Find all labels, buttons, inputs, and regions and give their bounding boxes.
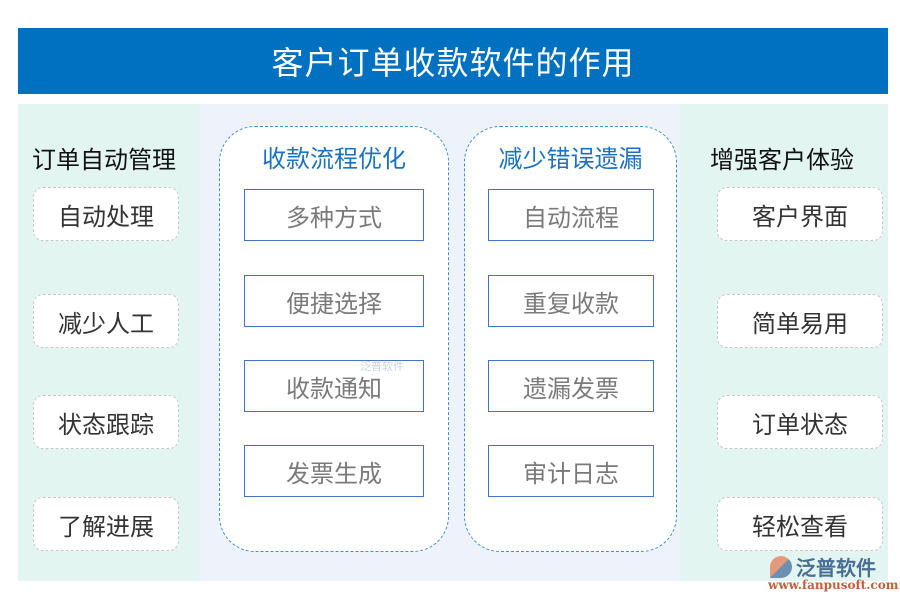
group-reduce-errors: 减少错误遗漏 自动流程 重复收款 遗漏发票 审计日志 xyxy=(464,126,677,552)
group-item: 重复收款 xyxy=(488,275,654,327)
logo-name: 泛普软件 xyxy=(796,556,876,580)
right-item: 订单状态 xyxy=(717,395,883,449)
right-item: 轻松查看 xyxy=(717,497,883,551)
right-item: 客户界面 xyxy=(717,187,883,241)
group-heading: 收款流程优化 xyxy=(262,145,406,173)
left-item: 了解进展 xyxy=(33,497,179,551)
page-title: 客户订单收款软件的作用 xyxy=(18,28,888,94)
right-item: 简单易用 xyxy=(717,294,883,348)
group-item: 自动流程 xyxy=(488,189,654,241)
brand-logo: 泛普软件 xyxy=(770,552,876,581)
group-item: 便捷选择 xyxy=(244,275,424,327)
group-payment-flow: 收款流程优化 多种方式 便捷选择 收款通知 发票生成 xyxy=(219,126,449,552)
group-item: 发票生成 xyxy=(244,445,424,497)
group-item: 审计日志 xyxy=(488,445,654,497)
left-item: 减少人工 xyxy=(33,294,179,348)
left-item: 状态跟踪 xyxy=(33,395,179,449)
watermark: 泛普软件 xyxy=(360,360,404,373)
left-item: 自动处理 xyxy=(33,187,179,241)
logo-url: www.fanpusoft.com xyxy=(768,578,899,592)
group-item: 遗漏发票 xyxy=(488,360,654,412)
logo-icon xyxy=(770,555,792,578)
group-item: 收款通知 xyxy=(244,360,424,412)
right-heading: 增强客户体验 xyxy=(710,146,854,174)
group-item: 多种方式 xyxy=(244,189,424,241)
group-heading: 减少错误遗漏 xyxy=(498,145,643,173)
left-heading: 订单自动管理 xyxy=(32,146,176,174)
